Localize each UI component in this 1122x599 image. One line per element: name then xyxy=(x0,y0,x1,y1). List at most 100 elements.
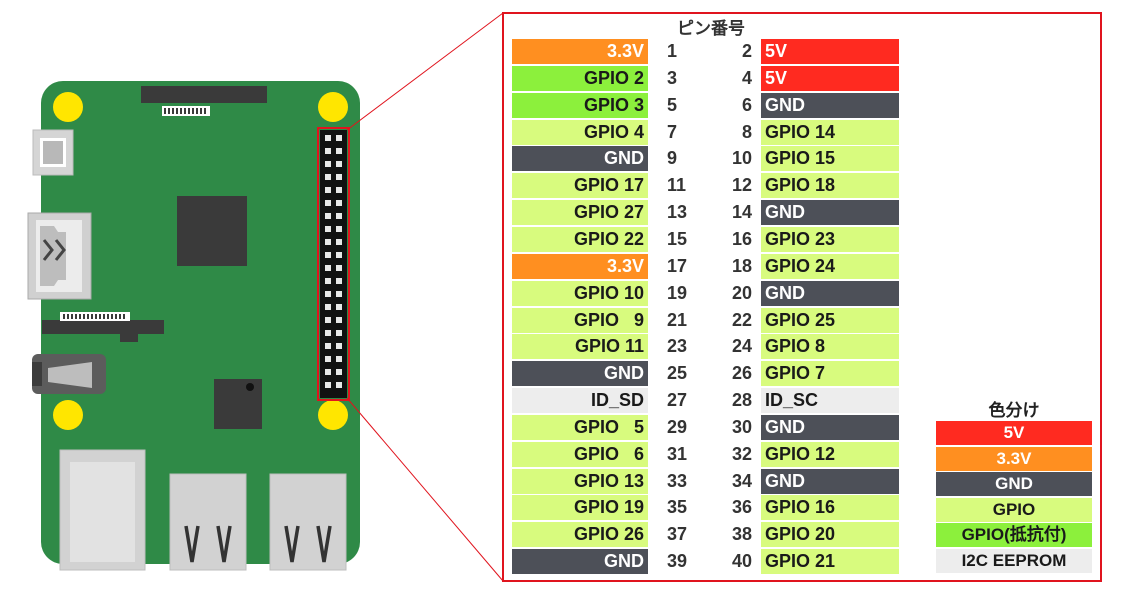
left-pin-label: GPIO 4 xyxy=(512,120,648,145)
ethernet-port-icon xyxy=(59,449,146,571)
right-pin-number: 18 xyxy=(731,256,752,276)
right-pin-label: GND xyxy=(761,469,899,494)
right-pin-number: 40 xyxy=(731,551,752,571)
right-pin-number: 10 xyxy=(731,148,752,168)
left-pin-number: 15 xyxy=(667,229,688,249)
left-pin-label: GPIO 22 xyxy=(512,227,648,252)
right-pin-label: GPIO 8 xyxy=(761,334,899,359)
left-pin-number: 21 xyxy=(667,310,688,330)
micro-usb-port-icon xyxy=(32,129,74,176)
mounting-hole-icon xyxy=(53,400,83,430)
right-pin-label: GPIO 16 xyxy=(761,495,899,520)
display-connector-icon xyxy=(141,86,267,116)
left-pin-number: 35 xyxy=(667,497,688,517)
right-pin-label: GPIO 12 xyxy=(761,442,899,467)
right-pin-number: 26 xyxy=(731,363,752,383)
legend-item: GPIO xyxy=(936,497,1092,522)
left-pin-label: 3.3V xyxy=(512,254,648,279)
left-pin-number: 17 xyxy=(667,256,688,276)
right-pin-label: GND xyxy=(761,200,899,225)
left-pin-number: 25 xyxy=(667,363,688,383)
right-pin-label: GPIO 7 xyxy=(761,361,899,386)
right-pin-label: 5V xyxy=(761,66,899,91)
left-pin-label: GPIO 17 xyxy=(512,173,648,198)
right-pin-label: GND xyxy=(761,93,899,118)
right-pin-number: 32 xyxy=(731,444,752,464)
right-pin-number: 16 xyxy=(731,229,752,249)
left-pin-number: 9 xyxy=(667,148,678,168)
legend-item: GPIO(抵抗付) xyxy=(936,523,1092,548)
right-pin-label: GPIO 14 xyxy=(761,120,899,145)
left-pin-label: ID_SD xyxy=(512,388,648,413)
left-pin-number: 3 xyxy=(667,68,678,88)
left-pin-number: 7 xyxy=(667,122,678,142)
left-pin-label: GND xyxy=(512,549,648,574)
gpio-header-icon xyxy=(317,127,350,401)
right-pin-label: GND xyxy=(761,281,899,306)
left-pin-label: GPIO 5 xyxy=(512,415,648,440)
audio-jack-icon xyxy=(32,354,106,394)
left-pin-number: 5 xyxy=(667,95,678,115)
right-pin-number: 28 xyxy=(731,390,752,410)
right-pin-label: GPIO 18 xyxy=(761,173,899,198)
left-pin-number: 13 xyxy=(667,202,688,222)
legend-item: 3.3V xyxy=(936,446,1092,471)
right-pin-number: 4 xyxy=(741,68,752,88)
left-pin-label: GPIO 9 xyxy=(512,308,648,333)
raspberry-pi-board-illustration xyxy=(27,81,360,571)
pinout-frame xyxy=(502,12,1102,582)
legend-title: 色分け xyxy=(988,401,1040,420)
right-pin-label: GPIO 15 xyxy=(761,146,899,171)
left-pin-label: 3.3V xyxy=(512,39,648,64)
left-pin-label: GPIO 13 xyxy=(512,469,648,494)
left-pin-number: 33 xyxy=(667,471,688,491)
right-pin-number: 38 xyxy=(731,524,752,544)
left-pin-label: GPIO 3 xyxy=(512,93,648,118)
right-pin-number: 34 xyxy=(731,471,752,491)
usb-port-icon xyxy=(169,473,247,571)
right-pin-label: GPIO 21 xyxy=(761,549,899,574)
left-pin-number: 23 xyxy=(667,336,688,356)
right-pin-label: ID_SC xyxy=(761,388,899,413)
right-pin-label: GPIO 24 xyxy=(761,254,899,279)
left-pin-number: 29 xyxy=(667,417,688,437)
right-pin-number: 24 xyxy=(731,336,752,356)
pinout-title: ピン番号 xyxy=(677,19,745,38)
right-pin-label: 5V xyxy=(761,39,899,64)
right-pin-number: 36 xyxy=(731,497,752,517)
pcb-board xyxy=(41,81,360,564)
left-pin-number: 1 xyxy=(667,41,678,61)
mounting-hole-icon xyxy=(318,92,348,122)
left-pin-label: GND xyxy=(512,146,648,171)
left-pin-label: GPIO 26 xyxy=(512,522,648,547)
left-pin-number: 39 xyxy=(667,551,688,571)
legend-item: I2C EEPROM xyxy=(936,549,1092,573)
right-pin-label: GPIO 23 xyxy=(761,227,899,252)
right-pin-label: GPIO 25 xyxy=(761,308,899,333)
right-pin-number: 8 xyxy=(741,122,752,142)
right-pin-number: 12 xyxy=(731,175,752,195)
right-pin-number: 22 xyxy=(731,310,752,330)
legend-item: 5V xyxy=(936,421,1092,445)
left-pin-label: GPIO 6 xyxy=(512,442,648,467)
left-pin-number: 31 xyxy=(667,444,688,464)
hdmi-port-icon xyxy=(27,212,92,300)
soc-chip-icon xyxy=(177,196,247,266)
right-pin-number: 2 xyxy=(741,41,752,61)
right-pin-number: 20 xyxy=(731,283,752,303)
left-pin-label: GPIO 11 xyxy=(512,334,648,359)
right-pin-label: GND xyxy=(761,415,899,440)
left-pin-label: GPIO 10 xyxy=(512,281,648,306)
usb-port-icon xyxy=(269,473,347,571)
left-pin-label: GPIO 19 xyxy=(512,495,648,520)
left-pin-label: GPIO 2 xyxy=(512,66,648,91)
left-pin-number: 11 xyxy=(667,175,687,195)
right-pin-number: 14 xyxy=(731,202,752,222)
mounting-hole-icon xyxy=(53,92,83,122)
small-chip-icon xyxy=(214,379,262,429)
left-pin-number: 19 xyxy=(667,283,688,303)
right-pin-number: 6 xyxy=(741,95,752,115)
left-pin-number: 37 xyxy=(667,524,688,544)
right-pin-number: 30 xyxy=(731,417,752,437)
legend-item: GND xyxy=(936,472,1092,497)
